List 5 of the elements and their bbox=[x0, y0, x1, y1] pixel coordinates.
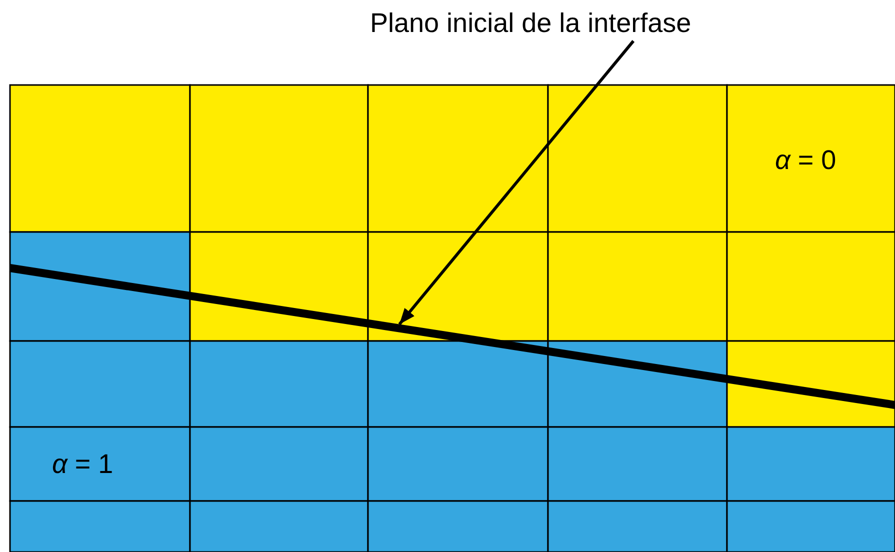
leader-arrow bbox=[398, 40, 635, 326]
interface-line bbox=[9, 264, 895, 409]
phase-fraction-label: α = 1 bbox=[52, 449, 114, 480]
phase-fraction-label: α = 0 bbox=[775, 145, 836, 176]
callout-text: Plano inicial de la interfase bbox=[370, 8, 692, 39]
